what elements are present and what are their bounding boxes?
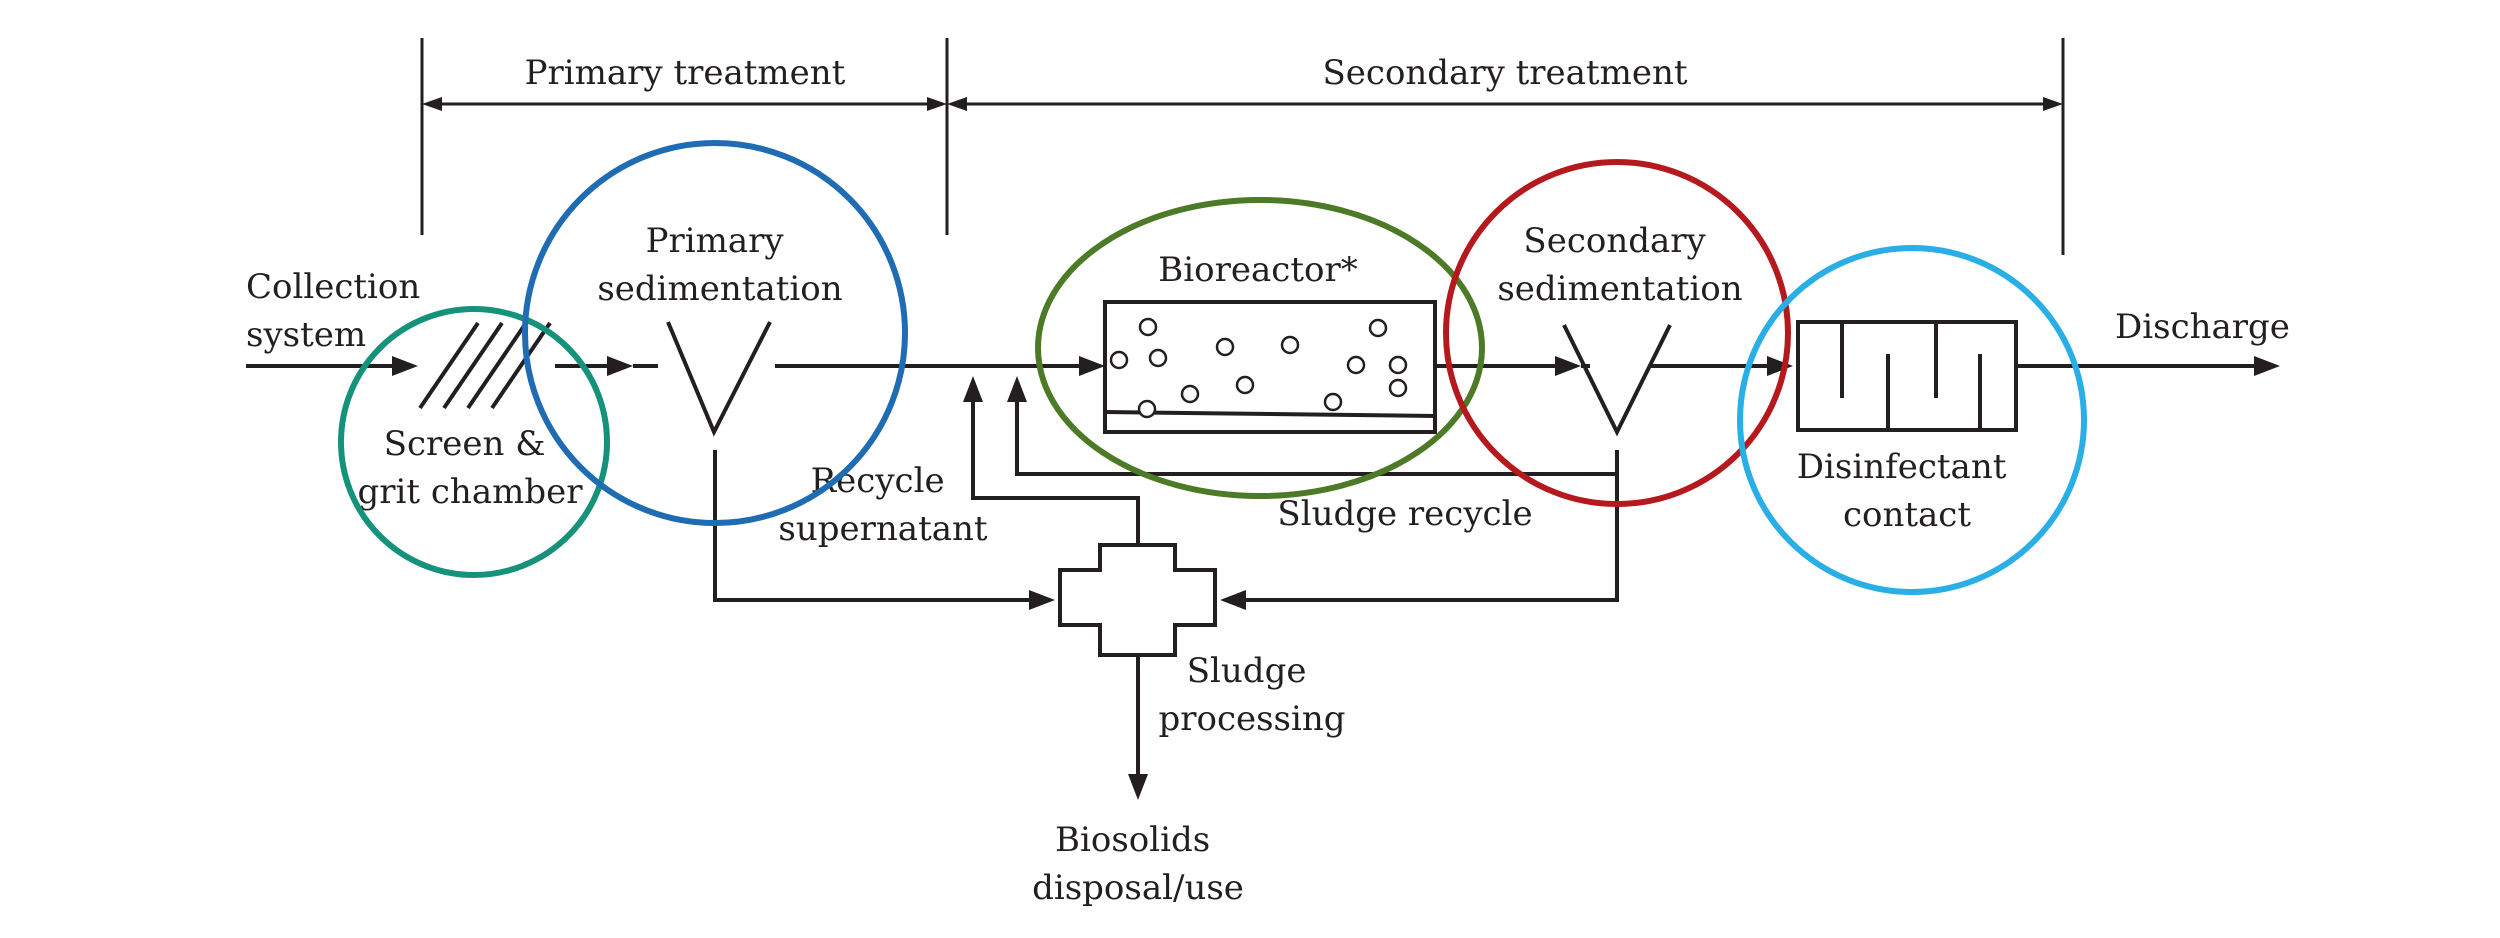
secondary-treatment-span: Secondary treatment	[947, 53, 2063, 111]
discharge-label: Discharge	[2115, 307, 2290, 347]
biosolids-arrowhead	[1128, 774, 1148, 800]
recycle-supernatant-label: Recycle supernatant	[778, 461, 987, 549]
grit-to-primary-arrowhead	[607, 356, 633, 376]
primary-sedimentation-highlight-circle	[522, 140, 908, 526]
screen-grit-label: Screen & grit chamber	[358, 424, 584, 512]
influent-arrowhead	[392, 356, 418, 376]
primary-treatment-span: Primary treatment	[422, 53, 947, 111]
bioreactor-highlight-ellipse	[1035, 197, 1485, 499]
secondary-treatment-label: Secondary treatment	[1322, 53, 1687, 93]
secondary-sedimentation-tank	[1562, 324, 1672, 437]
primary-to-bioreactor-arrowhead	[1079, 356, 1105, 376]
disinfectant-contact-chamber	[1796, 320, 2018, 432]
disinfectant-contact-label: Disinfectant contact	[1797, 447, 2017, 535]
secondary-to-disinfection-arrowhead	[1767, 356, 1793, 376]
primary-sedimentation-tank	[666, 321, 772, 437]
discharge-arrowhead	[2254, 356, 2280, 376]
sludge-recycle-arrowhead	[1007, 376, 1027, 402]
bioreactor-tank	[1103, 300, 1437, 434]
screen-grit-highlight-circle	[338, 306, 610, 578]
secondary-sedimentation-highlight-circle	[1443, 159, 1791, 507]
biosolids-label: Biosolids disposal/use	[1032, 820, 1244, 908]
bioreactor-to-secondary-arrowhead	[1555, 356, 1581, 376]
secondary-sludge-arrowhead	[1220, 590, 1246, 610]
secondary-sludge-line	[1245, 450, 1619, 602]
sludge-recycle-line	[1015, 400, 1617, 476]
secondary-sedimentation-label: Secondary sedimentation	[1497, 221, 1742, 309]
collection-system-label: Collection system	[246, 267, 431, 355]
sludge-processing-label: Sludge processing	[1158, 651, 1345, 739]
recycle-supernatant-line	[971, 400, 1140, 545]
recycle-supernatant-arrowhead	[963, 376, 983, 402]
screen-grit-chamber-icon	[418, 321, 552, 410]
primary-sedimentation-label: Primary sedimentation	[597, 221, 842, 309]
primary-sludge-line	[713, 450, 1030, 602]
bioreactor-label: Bioreactor*	[1158, 250, 1357, 290]
disinfectant-contact-highlight-circle	[1737, 245, 2087, 595]
sludge-processing-unit	[1058, 543, 1217, 657]
sludge-recycle-label: Sludge recycle	[1277, 494, 1532, 534]
primary-sludge-arrowhead	[1029, 590, 1055, 610]
primary-treatment-label: Primary treatment	[525, 53, 846, 93]
